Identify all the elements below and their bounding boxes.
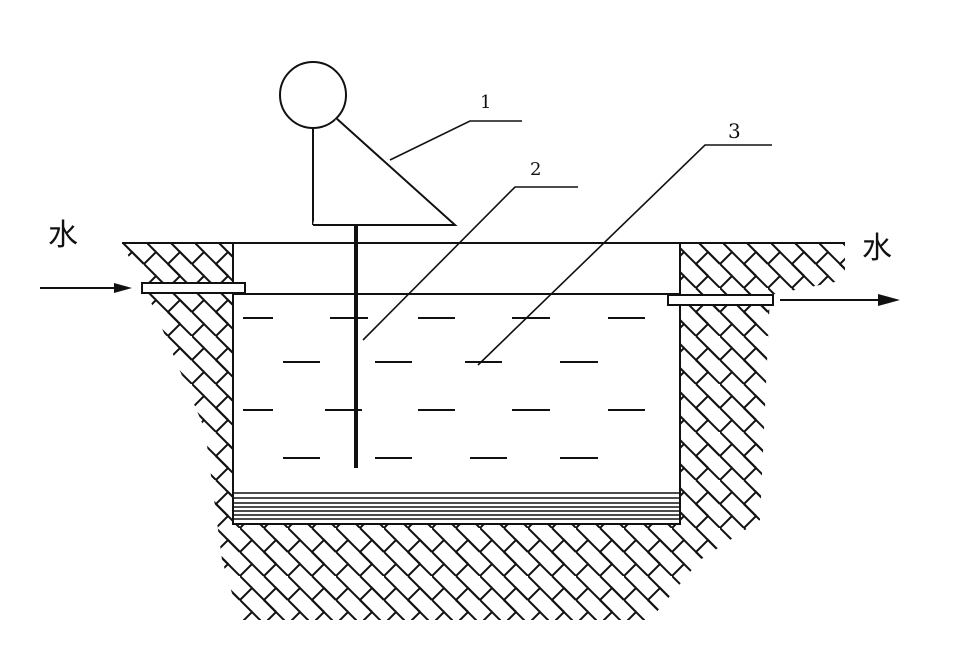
callout-label-3: 3 <box>728 119 741 143</box>
aerator-unit <box>279 61 458 226</box>
callout-label-1: 1 <box>480 92 491 113</box>
inlet-flow-arrow <box>40 283 132 293</box>
tank-body <box>232 242 681 525</box>
callout-label-2: 2 <box>530 159 541 180</box>
inlet-pipe <box>141 282 246 294</box>
outlet-pipe <box>667 294 774 306</box>
bottom-sediment-layer <box>233 492 680 520</box>
callout-leaders <box>362 120 772 366</box>
water-outlet-label: 水 <box>862 231 892 266</box>
outlet-flow-arrow <box>780 294 900 306</box>
water-inlet-label: 水 <box>48 218 78 253</box>
